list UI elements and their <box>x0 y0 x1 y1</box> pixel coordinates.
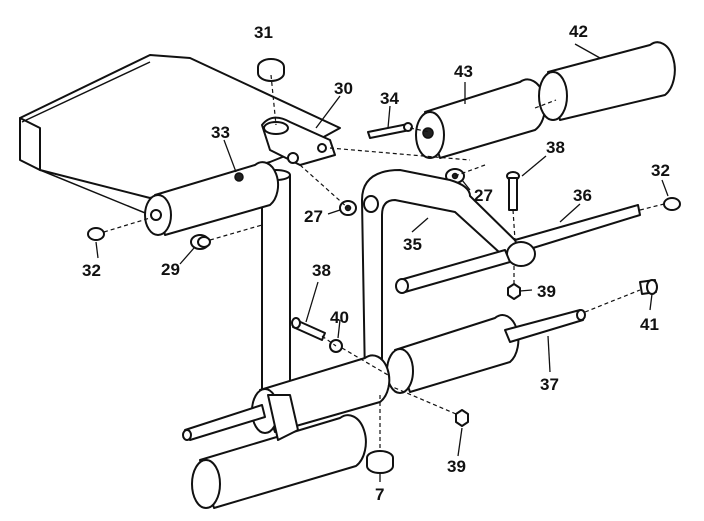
bolt-38-lower <box>291 317 326 341</box>
foot-cap-7 <box>366 450 394 474</box>
callout-7: 7 <box>375 485 384 504</box>
bolt-41 <box>639 279 658 295</box>
nut-39-top <box>507 283 521 300</box>
upper-roller <box>144 161 280 236</box>
nut-39-bottom <box>455 409 469 427</box>
end-cap-32-left <box>87 227 105 241</box>
callout-38-lower: 38 <box>312 261 331 280</box>
callout-37: 37 <box>540 375 559 394</box>
tube-rod <box>395 249 511 294</box>
bracket <box>261 116 336 166</box>
callout-35: 35 <box>403 235 422 254</box>
support-leg <box>267 394 299 441</box>
callout-39-top: 39 <box>537 282 556 301</box>
callout-30: 30 <box>334 79 353 98</box>
callout-32-left: 32 <box>82 261 101 280</box>
callout-29: 29 <box>161 260 180 279</box>
roller-pad-43 <box>415 78 547 159</box>
assembly-lines <box>103 74 665 450</box>
callout-38-top: 38 <box>546 138 565 157</box>
callout-42: 42 <box>569 22 588 41</box>
callout-27-left: 27 <box>304 207 323 226</box>
callout-36: 36 <box>573 186 592 205</box>
callout-32-right: 32 <box>651 161 670 180</box>
callout-31: 31 <box>254 23 273 42</box>
callout-40: 40 <box>330 308 349 327</box>
rod-36 <box>506 204 641 267</box>
end-cap-32-right <box>663 197 681 211</box>
callout-27-right: 27 <box>474 186 493 205</box>
roller-pad-42 <box>538 41 676 121</box>
callout-labels: 31 30 34 43 42 33 38 27 27 32 36 35 32 2… <box>82 22 670 504</box>
callout-34: 34 <box>380 89 399 108</box>
leader-lines <box>95 43 669 482</box>
curved-tube-35 <box>361 169 526 381</box>
callout-41: 41 <box>640 315 659 334</box>
bolt-38-top <box>506 171 520 211</box>
lower-roller-37 <box>386 309 586 394</box>
spacer-29 <box>190 234 211 250</box>
callout-39-bottom: 39 <box>447 457 466 476</box>
callout-33: 33 <box>211 123 230 142</box>
rod <box>367 122 413 139</box>
bottom-roller <box>191 414 367 509</box>
callout-43: 43 <box>454 62 473 81</box>
